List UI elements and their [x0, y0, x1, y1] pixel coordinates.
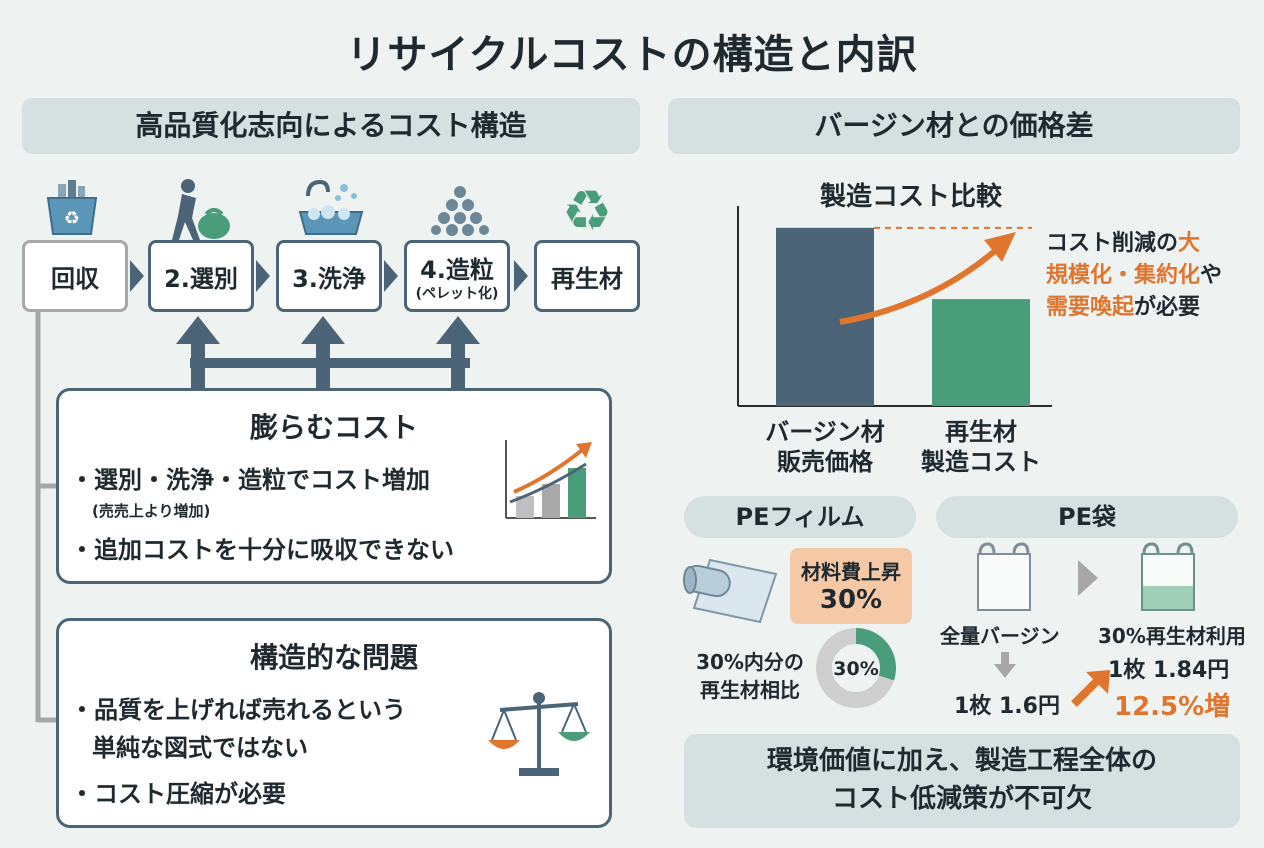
step-label: 回収 — [51, 264, 99, 293]
structural-problem-title: 構造的な問題 — [249, 641, 418, 674]
structural-bullet-2: ・コスト圧縮が必要 — [70, 780, 286, 808]
page-title: リサイクルコストの構造と内訳 — [346, 32, 918, 78]
x-tick-label: 販売価格 — [777, 448, 874, 476]
rising-cost-chart-icon — [505, 440, 596, 519]
donut-label-line: 30%内分の — [696, 650, 804, 674]
cost-gap-arrowhead — [984, 232, 1016, 262]
donut-label: 30%内分の 再生材相比 — [688, 648, 812, 704]
left-section-header: 高品質化志向によるコスト構造 — [22, 98, 640, 154]
chevron-right-icon — [1078, 560, 1098, 596]
chevron-right-icon — [384, 260, 398, 292]
annotation-highlight: 大 — [1178, 231, 1201, 256]
chevron-right-icon — [130, 260, 144, 292]
right-section-header: バージン材との価格差 — [668, 98, 1240, 154]
conclusion-line-1: 環境価値に加え、製造工程全体の — [766, 746, 1157, 776]
x-tick-label: バージン材 — [765, 418, 885, 446]
x-tick-label: 再生材 — [945, 418, 1017, 446]
material-cost-callout: 材料費上昇 30% — [790, 548, 912, 624]
conclusion-line-2: コスト低減策が不可欠 — [831, 784, 1092, 814]
washing-tub-icon — [298, 179, 364, 235]
chart-annotation: コスト削減の大 規模化・集約化や 需要喚起が必要 — [1046, 228, 1242, 324]
annotation-text: が必要 — [1134, 295, 1201, 320]
recycled-label: 30%再生材利用 — [1098, 624, 1246, 648]
virgin-price: 1枚 1.6円 — [954, 694, 1060, 719]
annotation-highlight: 規模化・集約化 — [1046, 263, 1201, 288]
recycled-share-donut: 30% — [816, 628, 896, 708]
structural-problem-card — [56, 618, 612, 828]
rising-cost-card — [56, 388, 612, 584]
donut-segment-recycled — [816, 628, 896, 708]
conclusion-box: 環境価値に加え、製造工程全体の コスト低減策が不可欠 — [684, 734, 1240, 828]
structural-bullet-1-line-2: 単純な図式ではない — [92, 734, 308, 762]
rising-cost-bullet-2: ・追加コストを十分に吸収できない — [70, 536, 454, 564]
film-roll-icon — [683, 558, 778, 624]
pellets-icon — [431, 186, 489, 236]
increase-arrow-icon — [1071, 670, 1110, 707]
donut-label-line: 再生材相比 — [700, 678, 800, 702]
cost-gap-arrow — [839, 247, 998, 325]
down-arrow-icon — [994, 652, 1016, 678]
step-sorting: 2.選別 — [148, 240, 254, 312]
structural-bullet-1-line-1: ・品質を上げれば売れるという — [70, 696, 406, 724]
chart-title: 製造コスト比較 — [820, 182, 1003, 212]
recycle-bin-icon: ♻ — [46, 180, 98, 235]
svg-text:♻: ♻ — [562, 179, 612, 240]
pe-bag-label: PE袋 — [936, 496, 1238, 538]
svg-text:♻: ♻ — [64, 208, 80, 229]
step-collection: 回収 — [22, 240, 128, 312]
annotation-text: コスト削減の — [1046, 231, 1179, 256]
virgin-label: 全量バージン — [940, 624, 1060, 648]
step-label: 3.洗浄 — [292, 264, 366, 293]
sorting-worker-icon — [172, 179, 230, 240]
chevron-right-icon — [256, 260, 270, 292]
increase-value: 12.5%増 — [1114, 692, 1231, 722]
step-label: 4.造粒 — [420, 255, 494, 284]
virgin-bag-icon — [977, 542, 1031, 611]
pe-film-label: PEフィルム — [684, 496, 916, 538]
step-recycled-material: 再生材 — [534, 240, 640, 312]
step-label: 再生材 — [551, 264, 623, 293]
callout-value: 30% — [819, 585, 883, 615]
annotation-text: や — [1200, 263, 1223, 288]
step-pelletizing: 4.造粒 (ペレット化) — [404, 240, 510, 312]
step-label: 2.選別 — [164, 264, 238, 293]
callout-label: 材料費上昇 — [801, 560, 901, 584]
chevron-right-icon — [514, 260, 528, 292]
rising-cost-title: 膨らむコスト — [249, 411, 418, 444]
flow-connectors — [35, 312, 480, 723]
x-tick-label: 製造コスト — [921, 448, 1041, 476]
step-sublabel: (ペレット化) — [415, 285, 499, 302]
step-washing: 3.洗浄 — [276, 240, 382, 312]
rising-cost-bullet-1: ・選別・洗浄・造粒でコスト増加 — [70, 466, 430, 494]
annotation-highlight: 需要喚起 — [1046, 295, 1135, 320]
recycled-price: 1枚 1.84円 — [1108, 658, 1230, 683]
donut-value: 30% — [833, 658, 878, 680]
rising-cost-note: (売売上より増加) — [92, 502, 211, 520]
recycled-bag-icon — [1141, 542, 1195, 611]
recycle-arrows-icon: ♻ — [562, 179, 612, 240]
balance-scale-icon — [488, 692, 590, 776]
bar-recycled-cost — [932, 299, 1030, 406]
